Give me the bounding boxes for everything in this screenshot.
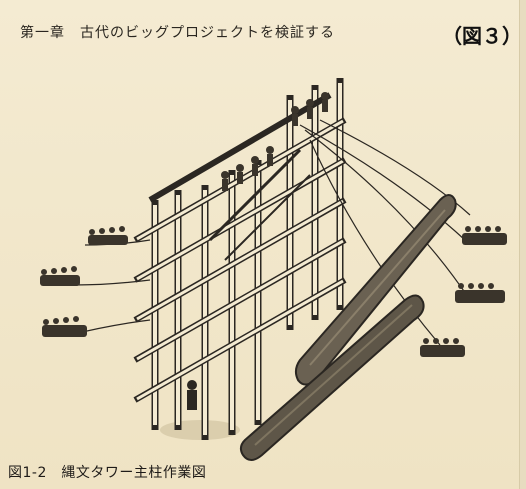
chapter-header: 第一章 古代のビッグプロジェクトを検証する	[20, 25, 335, 41]
diagonal-brace	[208, 148, 302, 242]
figure-caption: 図1-2 縄文タワー主柱作業図	[8, 465, 207, 481]
top-workers	[221, 92, 329, 191]
scaffold-tower	[133, 78, 347, 440]
worker-group-right-1	[462, 226, 507, 245]
diagonal-brace-2	[224, 174, 311, 261]
base-worker	[187, 380, 197, 410]
figure-tag: （図３）	[442, 24, 522, 48]
worker-group-right-3	[420, 338, 465, 357]
left-worker-groups	[40, 226, 128, 337]
log-upper-texture	[309, 209, 446, 366]
large-logs	[239, 194, 457, 461]
right-worker-groups	[420, 226, 507, 357]
worker-group-left-2	[40, 266, 80, 286]
worker-group-left-1	[88, 226, 128, 245]
worker-group-left-3	[42, 316, 87, 337]
worker-group-right-2	[455, 283, 505, 303]
ground-shadow	[160, 420, 240, 440]
page-edge	[519, 0, 526, 489]
log-lower-texture	[254, 304, 413, 446]
